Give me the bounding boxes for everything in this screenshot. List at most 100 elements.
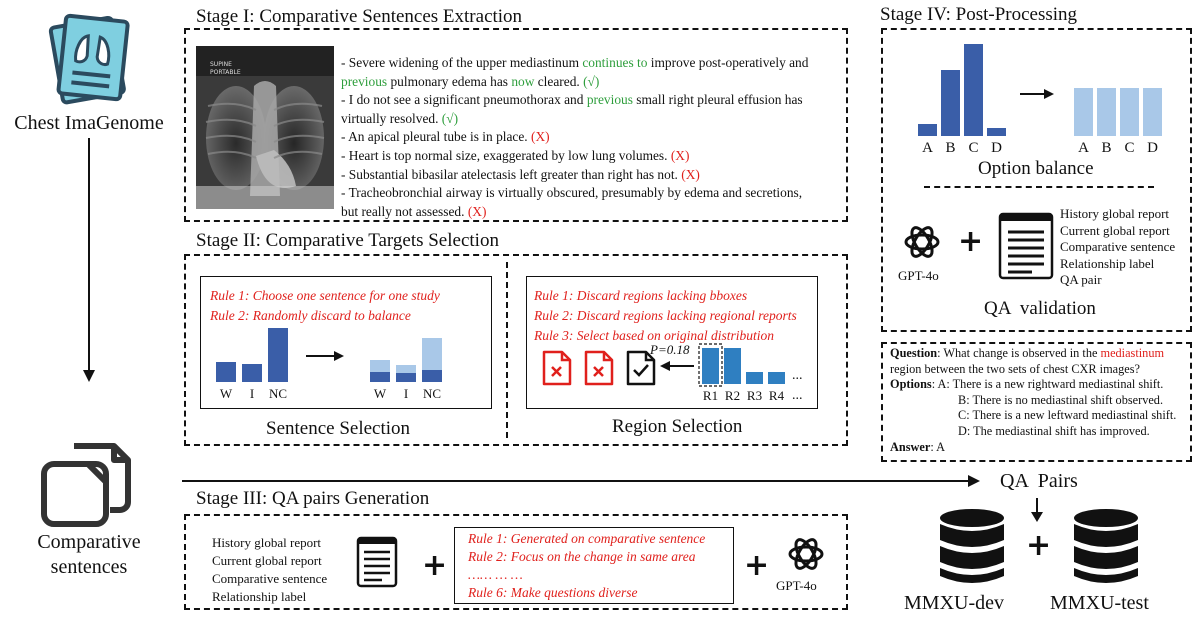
bar-label: NC bbox=[269, 386, 287, 401]
document-icon bbox=[356, 536, 398, 588]
bar bbox=[964, 44, 983, 136]
mmxu-dev-label: MMXU-dev bbox=[904, 592, 1004, 614]
option-line: C: There is a new leftward mediastinal s… bbox=[958, 408, 1177, 423]
output-label: Comparative sentences bbox=[4, 530, 174, 580]
rule-text: Rule 1: Choose one sentence for one stud… bbox=[210, 288, 440, 303]
bar-label: B bbox=[1101, 140, 1111, 156]
sentence-line: virtually resolved. (√) bbox=[341, 110, 459, 126]
rule-text: Rule 2: Randomly discard to balance bbox=[210, 308, 411, 323]
option-line: B: There is no mediastinal shift observe… bbox=[958, 392, 1164, 407]
input-item: Comparative sentence bbox=[1060, 239, 1176, 254]
bar bbox=[724, 348, 741, 384]
plus-icon: + bbox=[958, 224, 984, 259]
bar-label: D bbox=[991, 140, 1002, 156]
discarded-file-icon bbox=[542, 350, 572, 386]
bar-label: C bbox=[968, 140, 978, 156]
bar bbox=[370, 372, 390, 382]
input-item: Relationship label bbox=[1060, 255, 1155, 271]
stage1-sentences: - Severe widening of the upper mediastin… bbox=[341, 54, 841, 221]
plus-icon: + bbox=[744, 548, 770, 583]
region-ellipsis: ... bbox=[792, 388, 803, 403]
chest-imagenome-icon bbox=[38, 8, 138, 108]
mmxu-test-label: MMXU-test bbox=[1050, 592, 1149, 614]
qa-validation-caption: QA validation bbox=[984, 298, 1096, 319]
bar bbox=[702, 348, 719, 384]
selected-file-icon bbox=[626, 350, 656, 386]
bar-label: I bbox=[404, 386, 408, 401]
stage3-rules-panel bbox=[454, 527, 734, 604]
region-ellipsis: ... bbox=[792, 368, 803, 383]
rule-text: Rule 2: Focus on the change in same area bbox=[468, 549, 696, 564]
answer-line: Answer: A bbox=[890, 439, 946, 454]
sentence-line: - I do not see a significant pneumothora… bbox=[341, 92, 803, 108]
rule-text: Rule 1: Generated on comparative sentenc… bbox=[468, 531, 706, 546]
documents-icon bbox=[36, 438, 136, 528]
bar-label: W bbox=[220, 386, 233, 401]
input-item: QA pair bbox=[1060, 272, 1102, 287]
sentence-selection-panel bbox=[200, 276, 492, 409]
qa-pairs-down-arrow bbox=[1031, 498, 1043, 522]
bar-discarded bbox=[422, 338, 442, 370]
bar-label: R3 bbox=[747, 388, 762, 403]
bar bbox=[422, 370, 442, 382]
bar bbox=[941, 70, 960, 136]
stage2-divider bbox=[506, 262, 508, 438]
qa-validation-inputs: History global report Current global rep… bbox=[1060, 206, 1175, 289]
question-line: region between the two sets of chest CXR… bbox=[890, 361, 1140, 376]
bar-label: D bbox=[1147, 140, 1158, 156]
bar-discarded bbox=[370, 360, 390, 372]
stage3-rules: Rule 1: Generated on comparative sentenc… bbox=[468, 530, 705, 602]
rule-text: Rule 6: Make questions diverse bbox=[468, 585, 638, 600]
stage1-title: Stage I: Comparative Sentences Extractio… bbox=[196, 6, 523, 27]
bar bbox=[1097, 88, 1116, 136]
rule-text: Rule 1: Discard regions lacking bboxes bbox=[534, 288, 748, 303]
document-icon bbox=[998, 212, 1054, 280]
openai-icon bbox=[788, 538, 824, 570]
region-selection-caption: Region Selection bbox=[612, 416, 743, 437]
rule-text: …… … … bbox=[468, 567, 523, 582]
input-item: Current global report bbox=[1060, 222, 1170, 238]
region-selection-panel bbox=[526, 276, 818, 409]
bar bbox=[768, 372, 785, 384]
input-item: History global report bbox=[1060, 206, 1170, 221]
stage4-box bbox=[881, 28, 1192, 332]
region-selection-rules: Rule 1: Discard regions lacking bboxes R… bbox=[534, 286, 797, 346]
database-icon bbox=[940, 509, 1004, 583]
qa-pairs-label: QA Pairs bbox=[1000, 470, 1078, 492]
stage4-model-label: GPT-4o bbox=[898, 268, 939, 283]
bar bbox=[1074, 88, 1093, 136]
stage3-model-label: GPT-4o bbox=[776, 578, 817, 593]
left-down-arrow bbox=[83, 138, 95, 382]
bar-label: C bbox=[1124, 140, 1134, 156]
sentence-line: - Heart is top normal size, exaggerated … bbox=[341, 147, 690, 163]
bar-label: NC bbox=[423, 386, 441, 401]
database-icon bbox=[1074, 509, 1138, 583]
bar-label: B bbox=[945, 140, 955, 156]
sentence-line: but really not assessed. (X) bbox=[341, 203, 487, 219]
input-item: Relationship label bbox=[212, 589, 307, 604]
svg-text:SUPINE: SUPINE bbox=[210, 61, 232, 68]
option-line: D: The mediastinal shift has improved. bbox=[958, 423, 1150, 438]
stage3-box bbox=[184, 514, 848, 610]
stage2-box bbox=[184, 254, 848, 446]
bar-label: A bbox=[922, 140, 933, 156]
sentence-line: - An apical pleural tube is in place. (X… bbox=[341, 129, 550, 145]
sentence-line: - Substantial bibasilar atelectasis left… bbox=[341, 166, 700, 182]
bar-discarded bbox=[396, 365, 416, 373]
chest-xray-image: SUPINE PORTABLE bbox=[196, 46, 334, 209]
stage4-divider bbox=[924, 186, 1154, 188]
sentence-selection-rules: Rule 1: Choose one sentence for one stud… bbox=[210, 286, 440, 326]
bar-label: W bbox=[374, 386, 387, 401]
discarded-file-icon bbox=[584, 350, 614, 386]
bar-label: A bbox=[1078, 140, 1089, 156]
bar bbox=[746, 372, 763, 384]
plus-icon: + bbox=[1026, 528, 1052, 563]
rule-text: Rule 3: Select based on original distrib… bbox=[534, 328, 774, 343]
option-line: Options: A: There is a new rightward med… bbox=[890, 377, 1164, 392]
bar bbox=[918, 124, 937, 136]
sentence-line: previous pulmonary edema has now cleared… bbox=[341, 73, 600, 89]
rule-text: Rule 2: Discard regions lacking regional… bbox=[534, 308, 797, 323]
input-item: History global report bbox=[212, 535, 322, 550]
